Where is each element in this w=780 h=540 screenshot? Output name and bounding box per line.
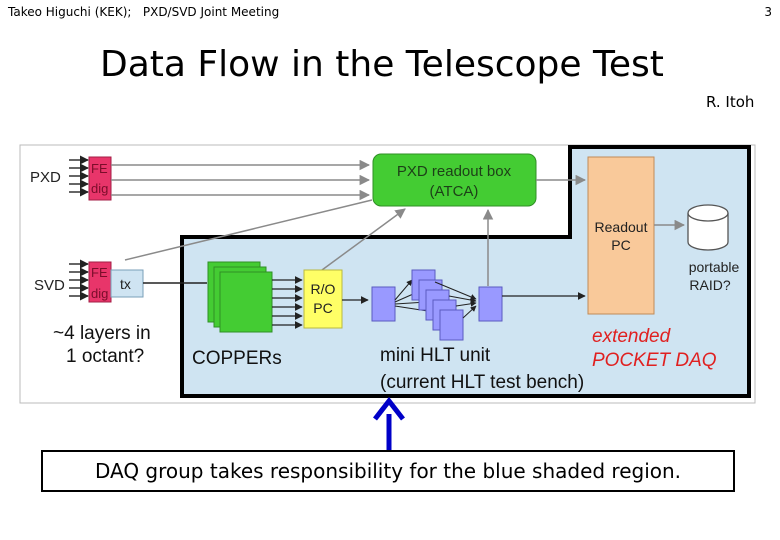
coppers-stack [207, 261, 273, 333]
coppers-label: COPPERs [192, 348, 282, 369]
extended-pocket-daq-line2: POCKET DAQ [592, 350, 717, 371]
ro-pc-line2: PC [313, 300, 332, 316]
extended-pocket-daq-line1: extended [592, 326, 672, 347]
svd-to-readout-box-line [124, 199, 373, 261]
ro-pc-line1: R/O [311, 281, 336, 297]
svd-input-arrows [69, 259, 89, 301]
hlt-input-node [371, 286, 396, 322]
readout-pc-box [587, 156, 655, 315]
page-number: 3 [764, 5, 772, 19]
readout-pc-line1: Readout [595, 219, 648, 235]
pxd-fe-dig-box [88, 156, 112, 201]
layers-note-line2: 1 octant? [66, 346, 144, 367]
coppers-to-ropc-arrows [272, 276, 303, 329]
hlt-output-node [478, 286, 503, 322]
ropc-to-readout-box-arrow [321, 208, 406, 271]
hlt-fanin-arrows [434, 281, 477, 319]
layers-note-line1: ~4 layers in [53, 323, 151, 344]
portable-raid-icon [687, 204, 729, 251]
slide-title: Data Flow in the Telescope Test [100, 44, 664, 85]
responsibility-pointer-arrow [373, 396, 405, 452]
ro-pc-box [303, 269, 343, 329]
svd-tx-box [110, 269, 144, 298]
header-presenter-meeting: Takeo Higuchi (KEK); PXD/SVD Joint Meeti… [8, 5, 280, 19]
pxd-readout-box-line1: PXD readout box [397, 163, 512, 180]
pxd-fe-label: FE [91, 161, 108, 176]
pxd-to-readout-box-arrows [111, 159, 371, 201]
pxd-label: PXD [30, 169, 61, 186]
mini-hlt-line1: mini HLT unit [380, 345, 491, 366]
svd-dig-label: dig [91, 286, 108, 301]
svd-tx-label: tx [120, 276, 131, 292]
readout-pc-line2: PC [611, 237, 630, 253]
hlt-worker-nodes [411, 269, 464, 341]
responsibility-caption: DAQ group takes responsibility for the b… [41, 450, 735, 492]
pxd-input-arrows [69, 155, 89, 197]
portable-raid-line2: RAID? [689, 277, 730, 293]
pxd-dig-label: dig [91, 181, 108, 196]
portable-raid-line1: portable [689, 259, 740, 275]
pxd-readout-box-line2: (ATCA) [430, 183, 479, 200]
svd-fe-label: FE [91, 265, 108, 280]
svd-label: SVD [34, 277, 65, 294]
slide-author: R. Itoh [706, 93, 755, 111]
mini-hlt-line2: (current HLT test bench) [380, 372, 584, 393]
responsibility-caption-text: DAQ group takes responsibility for the b… [94, 459, 682, 483]
